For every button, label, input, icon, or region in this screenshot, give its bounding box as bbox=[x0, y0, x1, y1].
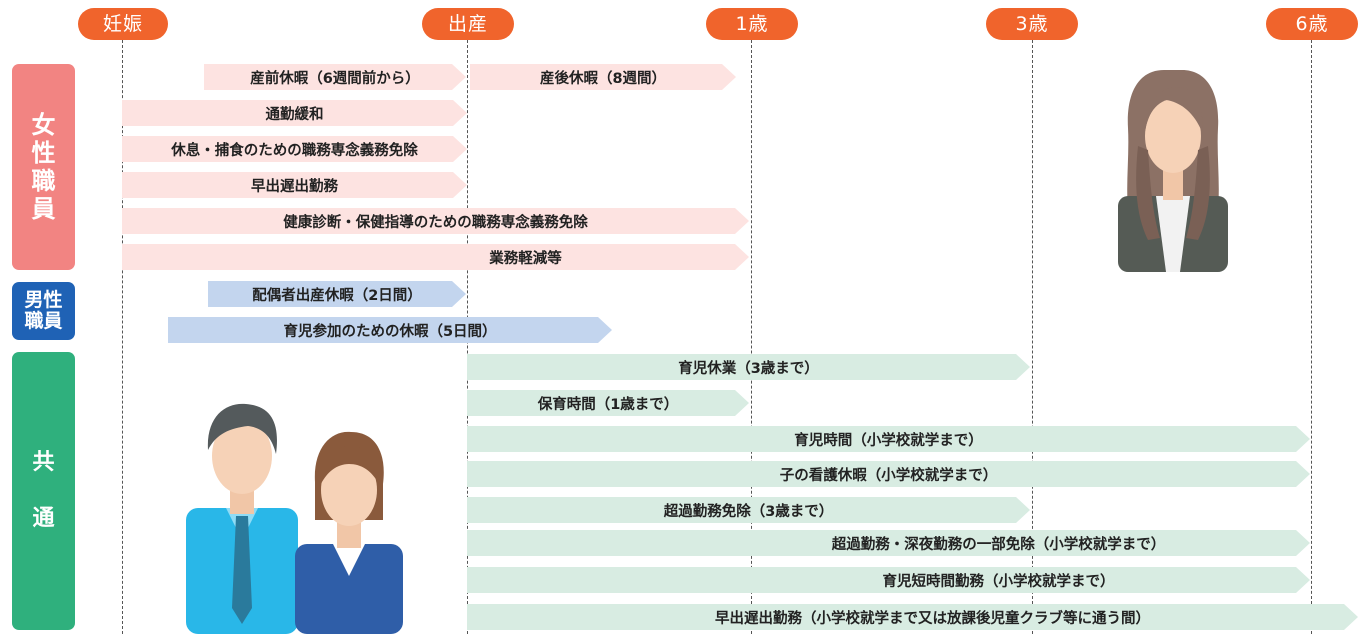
bar-workload-reduction: 業務軽減等 bbox=[122, 244, 749, 270]
category-row: 男 性 bbox=[24, 290, 62, 311]
category-char: 女 bbox=[31, 111, 56, 139]
bar-postnatal-leave: 産後休暇（8週間） bbox=[470, 64, 736, 90]
bar-label: 育児休業（3歳まで） bbox=[678, 360, 819, 377]
bar-rest-meal-exemption: 休息・捕食のための職務専念義務免除 bbox=[122, 136, 467, 162]
bar-commute-relief: 通勤緩和 bbox=[122, 100, 467, 126]
bar-label: 超過勤務・深夜勤務の一部免除（小学校就学まで） bbox=[831, 536, 1166, 553]
bar-label: 超過勤務免除（3歳まで） bbox=[663, 503, 834, 520]
category-male-staff: 男 性 職 員 bbox=[12, 282, 75, 340]
bar-health-checkup-exemption: 健康診断・保健指導のための職務専念義務免除 bbox=[122, 208, 749, 234]
guide-line-age-6 bbox=[1311, 40, 1312, 634]
bar-overtime-exemption: 超過勤務免除（3歳まで） bbox=[467, 497, 1030, 523]
guide-line-pregnancy bbox=[122, 40, 123, 634]
guide-line-age-1 bbox=[751, 40, 752, 634]
milestone-age-6: 6歳 bbox=[1266, 8, 1358, 40]
milestone-age-3: 3歳 bbox=[986, 8, 1078, 40]
milestone-birth: 出産 bbox=[422, 8, 514, 40]
bar-label: 保育時間（1歳まで） bbox=[537, 396, 679, 413]
category-char: 性 bbox=[31, 139, 56, 167]
female-staff-illustration-2 bbox=[295, 431, 403, 634]
bar-overtime-night-partial-exemption: 超過勤務・深夜勤務の一部免除（小学校就学まで） bbox=[467, 530, 1310, 556]
bar-sick-child-leave: 子の看護休暇（小学校就学まで） bbox=[467, 461, 1310, 487]
female-staff-illustration bbox=[1118, 70, 1228, 272]
category-char: 職 bbox=[31, 167, 56, 195]
bar-label: 育児時間（小学校就学まで） bbox=[794, 432, 983, 449]
bar-label: 産前休暇（6週間前から） bbox=[250, 70, 420, 87]
category-char: 員 bbox=[31, 195, 56, 223]
milestone-pregnancy: 妊娠 bbox=[78, 8, 168, 40]
male-staff-illustration bbox=[186, 403, 298, 634]
bar-early-late-shift-female: 早出遅出勤務 bbox=[122, 172, 467, 198]
bar-label: 業務軽減等 bbox=[489, 250, 562, 267]
guide-line-age-3 bbox=[1032, 40, 1033, 634]
bar-label: 早出遅出勤務 bbox=[251, 178, 338, 195]
bar-label: 産後休暇（8週間） bbox=[539, 70, 667, 87]
milestone-age-1: 1歳 bbox=[706, 8, 798, 40]
bar-childcare-time: 育児時間（小学校就学まで） bbox=[467, 426, 1310, 452]
bar-short-time-work: 育児短時間勤務（小学校就学まで） bbox=[467, 567, 1310, 593]
bar-label: 早出遅出勤務（小学校就学まで又は放課後児童クラブ等に通う間） bbox=[715, 610, 1150, 627]
bar-label: 育児短時間勤務（小学校就学まで） bbox=[882, 573, 1115, 590]
category-char: 通 bbox=[32, 506, 55, 531]
bar-early-late-shift-common: 早出遅出勤務（小学校就学まで又は放課後児童クラブ等に通う間） bbox=[467, 604, 1358, 630]
bar-nursing-time: 保育時間（1歳まで） bbox=[467, 390, 749, 416]
category-female-staff: 女 性 職 員 bbox=[12, 64, 75, 270]
bar-label: 休息・捕食のための職務専念義務免除 bbox=[171, 142, 418, 159]
category-char: 職 bbox=[24, 310, 44, 332]
bar-label: 健康診断・保健指導のための職務専念義務免除 bbox=[283, 214, 588, 231]
category-char: 共 bbox=[32, 450, 55, 475]
bar-childcare-participation-leave: 育児参加のための休暇（5日間） bbox=[168, 317, 612, 343]
category-char: 男 bbox=[24, 289, 44, 311]
bar-label: 育児参加のための休暇（5日間） bbox=[283, 323, 497, 340]
bar-label: 配偶者出産休暇（2日間） bbox=[252, 287, 422, 304]
bar-label: 通勤緩和 bbox=[265, 106, 324, 123]
bar-prenatal-leave: 産前休暇（6週間前から） bbox=[204, 64, 466, 90]
bar-spouse-birth-leave: 配偶者出産休暇（2日間） bbox=[208, 281, 466, 307]
category-common: 共 通 bbox=[12, 352, 75, 630]
category-char: 員 bbox=[43, 310, 63, 332]
category-char: 性 bbox=[43, 289, 63, 311]
bar-childcare-leave: 育児休業（3歳まで） bbox=[467, 354, 1030, 380]
bar-label: 子の看護休暇（小学校就学まで） bbox=[779, 467, 998, 484]
category-row: 職 員 bbox=[24, 311, 62, 332]
